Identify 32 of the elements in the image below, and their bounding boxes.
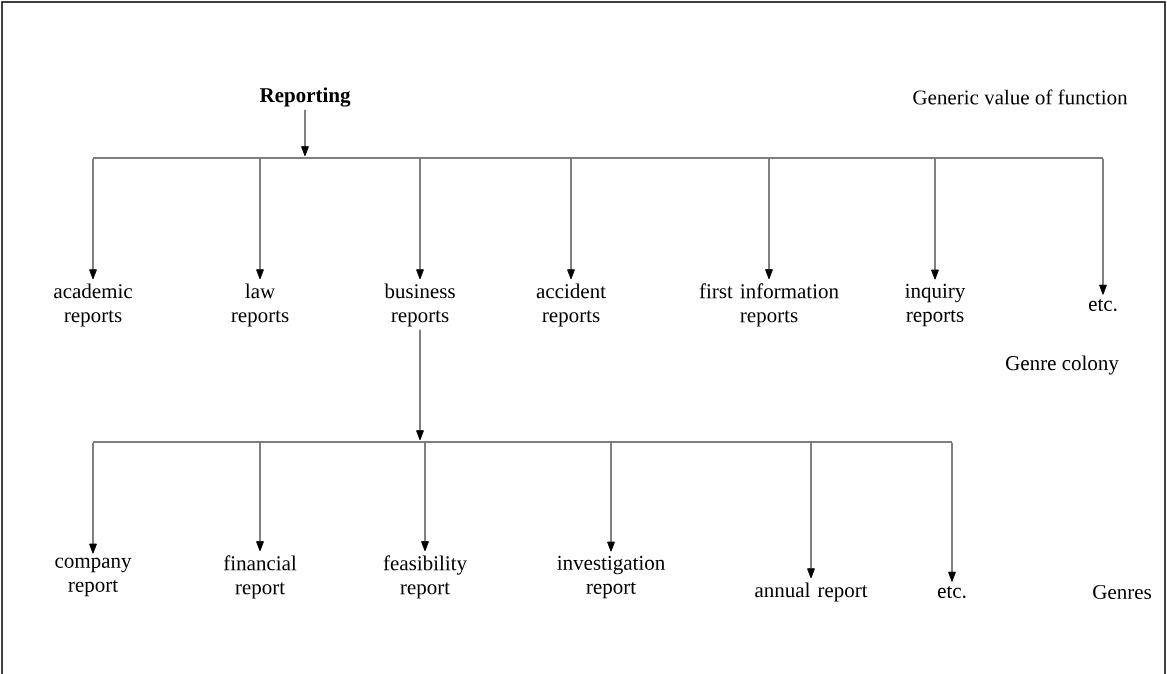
arrow [607, 442, 615, 552]
category-label: academic reports [54, 283, 132, 327]
category-label: inquiry reports [905, 283, 966, 327]
arrow [416, 329, 424, 441]
arrow [948, 442, 956, 582]
arrow [567, 158, 575, 280]
level-label: Generic value of function [913, 89, 1128, 105]
category-label: Reporting [259, 87, 351, 107]
arrow [256, 442, 264, 552]
category-label: investigation report [557, 555, 665, 599]
arrow [1099, 158, 1107, 295]
arrow [89, 158, 97, 280]
arrow [765, 158, 773, 280]
arrow [421, 442, 429, 552]
category-label: financial report [223, 555, 297, 599]
level-label: Genres [1093, 584, 1151, 600]
category-label: etc. [937, 585, 966, 599]
category-label: etc. [1088, 298, 1117, 312]
arrow [416, 158, 424, 280]
arrow [89, 442, 97, 554]
category-label: business reports [384, 283, 455, 327]
category-label: feasibility report [383, 555, 467, 599]
category-label: annual report [755, 582, 868, 602]
level-label: Genre colony [1006, 355, 1119, 375]
arrow [256, 158, 264, 280]
category-label: law reports [231, 283, 289, 327]
category-label: company report [55, 557, 132, 597]
arrow [301, 109, 309, 157]
arrow [931, 158, 939, 280]
arrow [807, 442, 815, 579]
category-label: accident reports [536, 283, 606, 327]
category-label: first information reports [699, 283, 839, 327]
